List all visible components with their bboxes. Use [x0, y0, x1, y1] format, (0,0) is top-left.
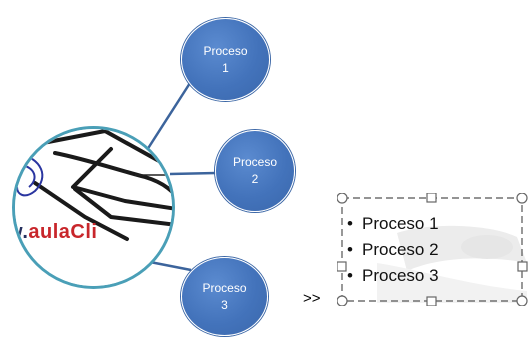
text-pane-item-3[interactable]: • Proceso 3 [347, 263, 439, 289]
logo-text-brand: aulaCli [28, 221, 98, 243]
expand-text-pane-arrows[interactable]: >> [303, 290, 321, 307]
logo-text-prefix: w. [15, 221, 29, 243]
text-pane[interactable]: • Proceso 1 • Proceso 2 • Proceso 3 [337, 193, 530, 306]
resize-handle-top-right [516, 193, 528, 204]
text-pane-item-2[interactable]: • Proceso 2 [347, 237, 439, 263]
text-pane-item-1[interactable]: • Proceso 1 [347, 211, 439, 237]
process-node-1[interactable]: Proceso 1 [181, 18, 270, 101]
connector-node-2 [169, 171, 217, 176]
center-logo-circle[interactable]: w.aulaCli [12, 126, 175, 289]
process-node-2[interactable]: Proceso 2 [215, 130, 295, 212]
resize-handle-left [337, 261, 347, 272]
hub-artwork [15, 129, 172, 286]
resize-handle-bottom [426, 296, 437, 306]
text-pane-item-label: Proceso 1 [362, 214, 439, 233]
text-pane-item-label: Proceso 3 [362, 266, 439, 285]
bullet-icon: • [347, 266, 353, 285]
bullet-icon: • [347, 214, 353, 233]
resize-handle-right [517, 261, 528, 272]
text-pane-item-label: Proceso 2 [362, 240, 439, 259]
selection-frame [337, 193, 528, 306]
resize-handle-top-left [337, 193, 348, 204]
logo-text: w.aulaCli [15, 221, 98, 244]
resize-handle-top [426, 193, 437, 203]
text-pane-watermark [377, 225, 527, 303]
text-pane-list: • Proceso 1 • Proceso 2 • Proceso 3 [347, 211, 439, 289]
process-node-3[interactable]: Proceso 3 [181, 257, 268, 336]
resize-handle-bottom-left [337, 295, 348, 306]
bullet-icon: • [347, 240, 353, 259]
resize-handle-bottom-right [516, 295, 528, 306]
